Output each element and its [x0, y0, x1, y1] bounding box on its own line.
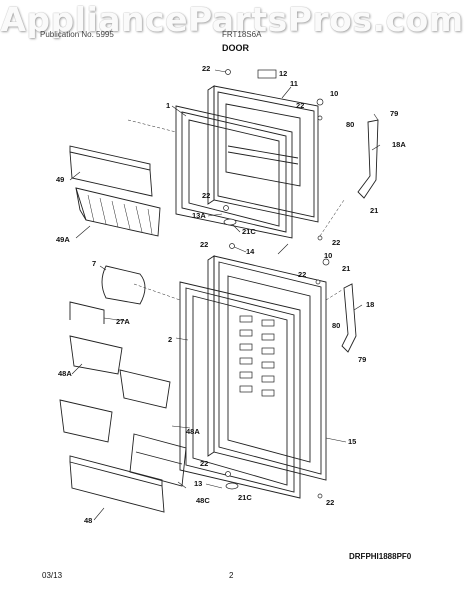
door-bin-48c: [129, 433, 187, 487]
callout-22: 22: [202, 191, 210, 200]
callout-21c: 21C: [242, 227, 256, 236]
callout-11: 11: [290, 79, 298, 88]
callout-49: 49: [56, 175, 64, 184]
bushing-10-icon: [316, 98, 324, 106]
door-bin-48a-upper: [69, 335, 123, 375]
callout-48a: 48A: [186, 427, 200, 436]
callout-22: 22: [202, 64, 210, 73]
callout-18a: 18A: [392, 140, 406, 149]
callout-48c: 48C: [196, 496, 210, 505]
screw-icon: [225, 69, 231, 75]
door-shelf-48: [69, 455, 165, 513]
callout-48a: 48A: [58, 369, 72, 378]
screw-icon: [317, 493, 323, 499]
freezer-door-panel: [207, 85, 319, 223]
callout-21: 21: [370, 206, 378, 215]
label-plate-12: [257, 69, 277, 79]
callout-18: 18: [366, 300, 374, 309]
callout-7: 7: [92, 259, 96, 268]
publication-number: Publication No. 5995: [40, 30, 114, 39]
door-bin-48a-middle: [119, 369, 171, 409]
screw-icon: [225, 471, 231, 477]
screw-icon: [315, 279, 321, 285]
screw-icon: [229, 243, 235, 249]
dairy-compartment-7: [101, 265, 146, 305]
callout-13: 13: [194, 479, 202, 488]
callout-22: 22: [296, 101, 304, 110]
page-number: 2: [229, 571, 234, 580]
callout-22: 22: [200, 240, 208, 249]
callout-21c: 21C: [238, 493, 252, 502]
stop-13: [225, 482, 239, 490]
freezer-door-gasket: [175, 105, 293, 239]
model-number: FRT18S6A: [222, 30, 262, 39]
callout-27a: 27A: [116, 317, 130, 326]
callout-labels: 22 12 11 10 22 1 79 80 18A 49 22 13A 21C…: [56, 64, 406, 525]
callout-49a: 49A: [56, 235, 70, 244]
screw-icon: [223, 205, 229, 211]
callout-80: 80: [332, 321, 340, 330]
callout-22: 22: [326, 498, 334, 507]
screw-icon: [317, 115, 323, 121]
callout-80: 80: [346, 120, 354, 129]
callout-22: 22: [200, 459, 208, 468]
publication-date: 03/13: [42, 571, 63, 580]
hinge-18a: [357, 119, 379, 199]
drawing-code: DRFPHI1888PF0: [349, 552, 412, 561]
watermark: AppliancePartsPros.com: [0, 0, 464, 39]
callout-2: 2: [168, 335, 172, 344]
stop-13a: [223, 218, 237, 226]
fresh-food-door-gasket: [179, 281, 301, 499]
door-rack-49a: [75, 187, 161, 237]
bushing-10-icon: [322, 258, 330, 266]
door-handle-27a: [69, 301, 105, 324]
fresh-food-door-panel: [207, 255, 327, 481]
callout-79: 79: [390, 109, 398, 118]
callout-21: 21: [342, 264, 350, 273]
hinge-18: [341, 283, 357, 353]
callout-15: 15: [348, 437, 356, 446]
callout-79: 79: [358, 355, 366, 364]
callout-22: 22: [298, 270, 306, 279]
callout-14: 14: [246, 247, 255, 256]
callout-1: 1: [166, 101, 170, 110]
screw-icon: [317, 235, 323, 241]
callout-48: 48: [84, 516, 92, 525]
callout-12: 12: [279, 69, 287, 78]
callout-10: 10: [330, 89, 338, 98]
callout-13a: 13A: [192, 211, 206, 220]
callout-10: 10: [324, 251, 332, 260]
callout-22: 22: [332, 238, 340, 247]
door-bin-48a-lower: [59, 399, 113, 443]
door-shelf-49: [69, 145, 153, 197]
section-title: DOOR: [222, 43, 249, 53]
